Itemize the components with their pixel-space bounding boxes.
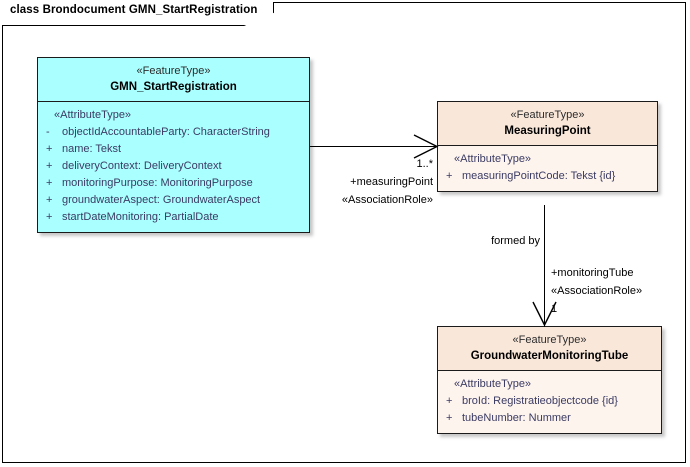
attribute-visibility: + xyxy=(46,211,53,223)
attribute-row: + monitoringPurpose: MonitoringPurpose xyxy=(42,175,305,192)
attribute-row: + deliveryContext: DeliveryContext xyxy=(42,158,305,175)
association-line-measuringpoint-to-tube[interactable] xyxy=(544,205,546,327)
attribute-row: + groundwaterAspect: GroundwaterAspect xyxy=(42,192,305,209)
class-attributes-measuringpoint: «AttributeType» + measuringPointCode: Te… xyxy=(438,146,657,191)
class-attributes-groundwatermonitoringtube: «AttributeType» + broId: Registratieobje… xyxy=(438,371,661,433)
association-line-gmn-to-measuringpoint[interactable] xyxy=(310,146,438,148)
diagram-title-tab xyxy=(2,2,274,26)
attribute-visibility: + xyxy=(46,160,53,172)
attribute-text: objectIdAccountableParty: CharacterStrin… xyxy=(62,126,270,138)
attribute-visibility: + xyxy=(46,177,53,189)
attribute-text: broId: Registratieobjectcode {id} xyxy=(462,395,618,407)
attribute-row: + tubeNumber: Nummer xyxy=(442,410,657,427)
class-header-gmn-startregistration: «FeatureType» GMN_StartRegistration xyxy=(38,58,309,102)
class-stereotype: «FeatureType» xyxy=(510,109,585,121)
attribute-compartment-stereotype: «AttributeType» xyxy=(54,109,132,121)
class-box-gmn-startregistration[interactable]: «FeatureType» GMN_StartRegistration «Att… xyxy=(37,57,310,233)
attribute-row: + measuringPointCode: Tekst {id} xyxy=(442,168,653,185)
association-role-measuringpoint: +measuringPoint xyxy=(350,176,433,188)
attribute-row: + broId: Registratieobjectcode {id} xyxy=(442,393,657,410)
attribute-compartment-stereotype: «AttributeType» xyxy=(454,378,532,390)
class-box-groundwatermonitoringtube[interactable]: «FeatureType» GroundwaterMonitoringTube … xyxy=(437,326,662,434)
class-stereotype: «FeatureType» xyxy=(512,334,587,346)
class-name: GroundwaterMonitoringTube xyxy=(470,350,629,362)
diagram-frame xyxy=(2,2,686,463)
attribute-visibility: + xyxy=(46,143,53,155)
class-header-groundwatermonitoringtube: «FeatureType» GroundwaterMonitoringTube xyxy=(438,327,661,371)
class-box-measuringpoint[interactable]: «FeatureType» MeasuringPoint «AttributeT… xyxy=(437,101,658,192)
class-header-measuringpoint: «FeatureType» MeasuringPoint xyxy=(438,102,657,146)
attribute-compartment-stereotype: «AttributeType» xyxy=(454,153,532,165)
attribute-row: - objectIdAccountableParty: CharacterStr… xyxy=(42,124,305,141)
association-multiplicity-monitoringtube: 1 xyxy=(551,303,558,315)
association-role-stereotype-measuringpoint: «AssociationRole» xyxy=(341,194,433,206)
attribute-text: groundwaterAspect: GroundwaterAspect xyxy=(62,194,261,206)
class-name: MeasuringPoint xyxy=(504,125,591,137)
attribute-row: + name: Tekst xyxy=(42,141,305,158)
attribute-visibility: - xyxy=(46,126,50,138)
attribute-visibility: + xyxy=(446,412,453,424)
attribute-visibility: + xyxy=(446,170,453,182)
class-attributes-gmn-startregistration: «AttributeType» - objectIdAccountablePar… xyxy=(38,102,309,232)
attribute-row: + startDateMonitoring: PartialDate xyxy=(42,209,305,226)
association-name-formed-by: formed by xyxy=(491,235,540,247)
attribute-text: tubeNumber: Nummer xyxy=(462,412,571,424)
attribute-text: name: Tekst xyxy=(62,143,122,155)
association-multiplicity-measuringpoint: 1..* xyxy=(416,158,433,170)
attribute-text: deliveryContext: DeliveryContext xyxy=(62,160,222,172)
association-role-monitoringtube: +monitoringTube xyxy=(551,267,634,279)
class-stereotype: «FeatureType» xyxy=(136,65,211,77)
class-name: GMN_StartRegistration xyxy=(110,81,237,93)
open-arrowhead-icon xyxy=(413,134,439,159)
attribute-text: monitoringPurpose: MonitoringPurpose xyxy=(62,177,253,189)
attribute-text: startDateMonitoring: PartialDate xyxy=(62,211,219,223)
association-role-stereotype-monitoringtube: «AssociationRole» xyxy=(551,285,643,297)
attribute-text: measuringPointCode: Tekst {id} xyxy=(462,170,616,182)
attribute-visibility: + xyxy=(46,194,53,206)
diagram-title: class Brondocument GMN_StartRegistration xyxy=(10,4,258,16)
attribute-visibility: + xyxy=(446,395,453,407)
open-arrowhead-icon xyxy=(532,301,557,327)
